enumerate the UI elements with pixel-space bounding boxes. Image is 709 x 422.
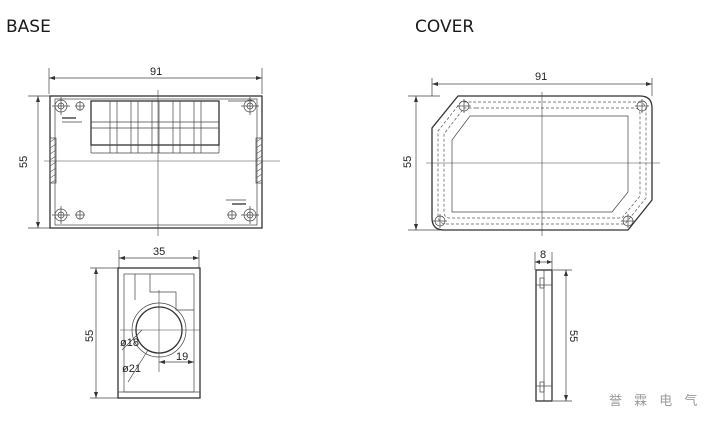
base-top-view: 91 55 <box>18 66 280 236</box>
cover-top-view: 91 55 <box>402 71 660 236</box>
cover-side-view: 8 55 <box>534 249 579 402</box>
base-side-view: 35 55 ø18 ø21 19 <box>84 246 201 399</box>
base-side-height-label: 55 <box>84 330 96 342</box>
base-top-width-label: 91 <box>150 66 162 78</box>
brand-watermark: 誉 霖 电 气 <box>609 393 701 409</box>
cover-side-height-label: 55 <box>567 330 579 342</box>
base-side-width-label: 35 <box>153 246 165 258</box>
base-top-height-label: 55 <box>18 156 30 168</box>
cover-top-height-label: 55 <box>402 156 414 168</box>
offset-label: 19 <box>176 351 188 363</box>
dia-small-label: ø18 <box>120 337 139 349</box>
dia-large-label: ø21 <box>122 363 141 375</box>
base-title: BASE <box>6 17 51 37</box>
cover-title: COVER <box>415 17 474 37</box>
cover-top-width-label: 91 <box>535 71 547 83</box>
cover-side-thickness-label: 8 <box>540 249 546 261</box>
